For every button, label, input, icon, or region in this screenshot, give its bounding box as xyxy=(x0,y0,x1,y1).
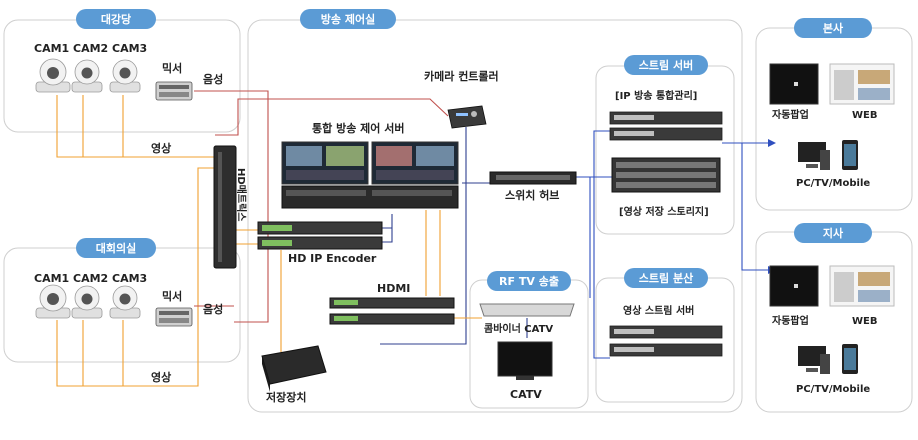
integrated-server-monitors xyxy=(281,141,459,209)
hq-pc-icon xyxy=(798,142,830,170)
hall-cam2-label: CAM2 xyxy=(73,42,108,55)
conference-mixer-label: 믹서 xyxy=(162,289,182,303)
controller-switch-line xyxy=(380,127,467,345)
hq-web-label: WEB xyxy=(852,110,877,121)
catv-label: CATV xyxy=(510,388,542,401)
combiner-label: 콤바이너 CATV xyxy=(484,322,553,335)
integrated-server-label: 통합 방송 제어 서버 xyxy=(312,121,404,135)
ip-mgmt-label: [IP 방송 통합관리] xyxy=(615,89,697,102)
hall-pill xyxy=(76,9,156,29)
conference-cam2-label: CAM2 xyxy=(73,272,108,285)
conference-video-label: 영상 xyxy=(151,370,171,384)
branch-auto-popup-label: 자동팝업 xyxy=(772,314,809,327)
branch-title: 지사 xyxy=(823,226,844,240)
video-stream-server-label: 영상 스트림 서버 xyxy=(623,304,694,317)
hq-web-screen xyxy=(829,63,895,105)
branch-pc-icon xyxy=(798,346,830,374)
hd-ip-encoder-label: HD IP Encoder xyxy=(288,252,377,265)
hd-matrix-label: HD매트릭스 xyxy=(235,168,248,221)
catv-monitor xyxy=(497,341,553,380)
hall-video-line xyxy=(56,95,215,158)
video-storage-label: [영상 저장 스토리지] xyxy=(619,205,709,218)
switch-server-line xyxy=(576,130,612,359)
hall-mixer xyxy=(155,81,193,101)
conference-cam3 xyxy=(109,285,141,319)
video-stream-server-racks xyxy=(609,325,723,357)
hall-mixer-label: 믹서 xyxy=(162,61,182,75)
hall-cam1 xyxy=(35,58,71,93)
hq-title: 본사 xyxy=(823,21,844,35)
stream-server-title: 스트림 서버 xyxy=(639,58,693,72)
stream-dist-panel xyxy=(595,277,735,403)
switch-hub-device xyxy=(489,171,577,185)
hq-mobile-icon xyxy=(842,140,858,170)
hdmi-label: HDMI xyxy=(377,282,410,295)
branch-web-screen xyxy=(829,265,895,307)
hall-cam3-label: CAM3 xyxy=(112,42,147,55)
combiner-device xyxy=(479,303,575,317)
stream-dist-title: 스트림 분산 xyxy=(639,271,693,285)
conference-title: 대회의실 xyxy=(96,241,136,255)
hall-title: 대강당 xyxy=(101,12,131,26)
hall-audio-line xyxy=(194,90,269,323)
conference-cam2 xyxy=(71,285,103,319)
hq-auto-popup-label: 자동팝업 xyxy=(772,108,809,121)
storage-label: 저장장치 xyxy=(266,390,306,404)
stream-dist-pill xyxy=(624,268,708,288)
rf-tv-pill xyxy=(487,271,571,291)
camera-controller-device xyxy=(447,105,487,129)
hq-pill xyxy=(794,18,872,38)
switch-hub-label: 스위치 허브 xyxy=(505,188,559,202)
hq-devices-label: PC/TV/Mobile xyxy=(796,178,870,189)
hd-ip-encoder-device xyxy=(257,221,383,250)
branch-pill xyxy=(794,223,872,243)
stream-server-pill xyxy=(624,55,708,75)
stream-server-racks xyxy=(609,111,723,141)
branch-web-label: WEB xyxy=(852,316,877,327)
conference-pill xyxy=(76,238,156,258)
hall-audio-label: 음성 xyxy=(203,72,223,86)
hd-matrix-device xyxy=(213,145,237,269)
conference-cam3-label: CAM3 xyxy=(112,272,147,285)
camera-controller-label: 카메라 컨트롤러 xyxy=(424,69,499,83)
hall-video-label: 영상 xyxy=(151,141,171,155)
hq-popup-screen xyxy=(769,63,819,105)
conference-video-line xyxy=(56,167,215,387)
encoder-server-line xyxy=(382,214,393,243)
branch-mobile-icon xyxy=(842,344,858,374)
hdmi-device xyxy=(329,297,455,325)
rf-tv-title: RF TV 송출 xyxy=(499,274,559,288)
video-storage-device xyxy=(611,157,721,193)
conference-audio-label: 음성 xyxy=(203,302,223,316)
hall-cam2 xyxy=(71,59,103,93)
conference-cam1 xyxy=(35,284,71,319)
hdmi-combiner-line xyxy=(425,210,482,319)
hall-cam3 xyxy=(109,59,141,93)
control-room-pill xyxy=(300,9,396,29)
matrix-encoder-line xyxy=(234,229,282,352)
control-room-title: 방송 제어실 xyxy=(321,12,375,26)
branch-devices-label: PC/TV/Mobile xyxy=(796,384,870,395)
conference-mixer xyxy=(155,307,193,327)
hall-cam1-label: CAM1 xyxy=(34,42,69,55)
storage-device xyxy=(261,345,327,392)
controller-camera-line xyxy=(215,98,449,136)
branch-popup-screen xyxy=(769,265,819,307)
conference-cam1-label: CAM1 xyxy=(34,272,69,285)
hq-arrow xyxy=(768,139,776,147)
